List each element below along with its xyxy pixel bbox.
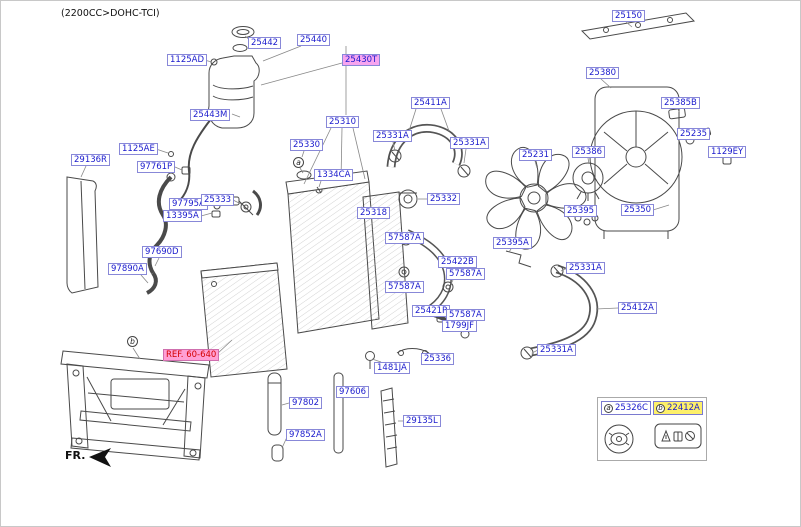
radiator [285, 170, 380, 334]
part-label-57587a[interactable]: 57587A [385, 232, 424, 244]
part-label-25150[interactable]: 25150 [612, 10, 646, 22]
part-label-25430t[interactable]: 25430T [342, 54, 381, 66]
legend-item-a[interactable]: a 25326C [601, 401, 651, 415]
part-label-25331a[interactable]: 25331A [537, 344, 576, 356]
caution-pictograms-icon [654, 423, 702, 449]
engine-variant-title: (2200CC>DOHC-TCI) [61, 8, 160, 19]
radiator-inner-panel [362, 191, 409, 330]
upper-radiator-hose [386, 123, 471, 178]
callout-marker-b[interactable]: b [127, 336, 138, 347]
part-label-25350[interactable]: 25350 [621, 204, 655, 216]
front-end-module [60, 350, 210, 461]
legend-row: a 25326C b 22412A [601, 401, 703, 415]
part-label-1334ca[interactable]: 1334CA [314, 169, 354, 181]
drain-plug [365, 351, 375, 369]
shroud-bracket [505, 250, 532, 268]
part-label-13395a[interactable]: 13395A [163, 210, 202, 222]
part-label-25440[interactable]: 25440 [297, 34, 331, 46]
radiator-cap-warning-icon [604, 424, 634, 454]
part-label-25395a[interactable]: 25395A [493, 237, 532, 249]
seal-strip [333, 372, 344, 454]
part-label-25412a[interactable]: 25412A [618, 302, 657, 314]
callout-marker-a[interactable]: a [293, 157, 304, 168]
part-label-25310[interactable]: 25310 [326, 116, 360, 128]
part-label-25395[interactable]: 25395 [564, 205, 598, 217]
part-label-1129ey[interactable]: 1129EY [708, 146, 747, 158]
part-label-25380[interactable]: 25380 [586, 67, 620, 79]
legend-b-part-number: 22412A [667, 403, 700, 413]
part-label-97852a[interactable]: 97852A [286, 429, 325, 441]
part-label-97606[interactable]: 97606 [336, 386, 370, 398]
part-label-25331a[interactable]: 25331A [373, 130, 412, 142]
part-label-25386[interactable]: 25386 [572, 146, 606, 158]
part-label-25422b[interactable]: 25422B [438, 256, 477, 268]
legend-icons [601, 421, 703, 457]
part-label-25318[interactable]: 25318 [357, 207, 391, 219]
part-label-1125ad[interactable]: 1125AD [167, 54, 207, 66]
part-label-1481ja[interactable]: 1481JA [374, 362, 410, 374]
part-label-25385b[interactable]: 25385B [661, 97, 700, 109]
part-label-25336[interactable]: 25336 [421, 353, 455, 365]
cooling-fan [485, 146, 587, 250]
fan-motor [572, 162, 604, 201]
part-label-29136r[interactable]: 29136R [71, 154, 110, 166]
part-label-25331a[interactable]: 25331A [450, 137, 489, 149]
part-label-25235[interactable]: 25235 [677, 128, 711, 140]
water-inlet-fitting [398, 189, 418, 209]
legend-table: a 25326C b 22412A [597, 397, 707, 461]
air-guard-panel [66, 176, 99, 294]
heater-pipes [145, 172, 262, 295]
legend-marker-b: b [656, 403, 665, 413]
side-air-guard [380, 387, 398, 468]
oil-cooler-hose [405, 229, 452, 315]
part-label-25330[interactable]: 25330 [290, 139, 324, 151]
front-direction-indicator: FR. [65, 449, 85, 462]
part-label-ref-60-640[interactable]: REF. 60-640 [163, 349, 220, 361]
part-label-25411a[interactable]: 25411A [411, 97, 450, 109]
part-label-1125ae[interactable]: 1125AE [119, 143, 158, 155]
part-label-25421p[interactable]: 25421P [412, 305, 451, 317]
part-label-57587a[interactable]: 57587A [446, 268, 485, 280]
fr-arrow [89, 448, 111, 467]
part-label-25442[interactable]: 25442 [248, 37, 282, 49]
fan-shroud [589, 86, 683, 239]
part-label-57587a[interactable]: 57587A [385, 281, 424, 293]
legend-item-b[interactable]: b 22412A [653, 401, 703, 415]
part-label-97890a[interactable]: 97890A [108, 263, 147, 275]
part-label-1799jf[interactable]: 1799JF [442, 320, 478, 332]
part-label-97690d[interactable]: 97690D [142, 246, 182, 258]
receiver-drier [267, 372, 284, 462]
part-label-25333[interactable]: 25333 [201, 194, 235, 206]
fr-label: FR. [65, 449, 86, 462]
part-label-97802[interactable]: 97802 [289, 397, 323, 409]
part-label-25332[interactable]: 25332 [427, 193, 461, 205]
part-label-25443m[interactable]: 25443M [190, 109, 231, 121]
part-label-97761p[interactable]: 97761P [137, 161, 176, 173]
part-label-25331a[interactable]: 25331A [566, 262, 605, 274]
radiator-upper-support [580, 12, 696, 40]
part-label-29135l[interactable]: 29135L [403, 415, 441, 427]
part-label-25231[interactable]: 25231 [519, 149, 553, 161]
legend-a-part-number: 25326C [615, 403, 648, 413]
legend-marker-a: a [604, 403, 613, 413]
